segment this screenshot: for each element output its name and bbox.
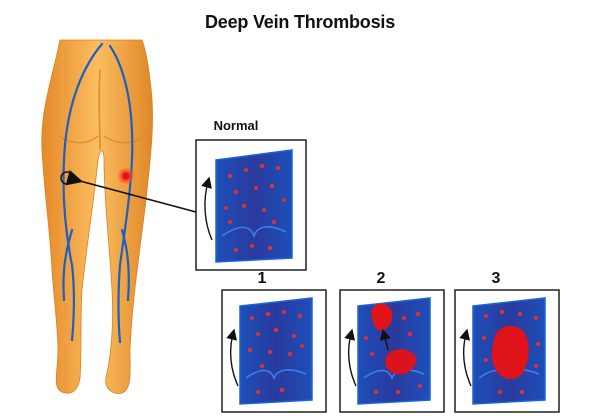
leg-veins: [62, 42, 134, 344]
stage-1-flow-arrow: [226, 328, 239, 387]
stage-1-blood-cells: [247, 310, 304, 394]
normal-vessel: [215, 149, 293, 263]
callout-arrow: [65, 169, 197, 213]
stage-2-flow-arrow: [344, 328, 357, 387]
stage-3-blood-cells: [482, 309, 541, 395]
stage-2-clot-base: [385, 349, 417, 375]
normal-valve: [221, 226, 287, 239]
left-glute-fold: [57, 134, 99, 144]
normal-vessel-panel: [195, 139, 307, 271]
stage-3-clot: [491, 325, 529, 380]
right-leg-vein: [108, 44, 134, 344]
stage-1-valve: [245, 369, 307, 381]
stage-1-label: 1: [257, 270, 267, 287]
diagram-title: Deep Vein Thrombosis: [204, 12, 396, 32]
left-leg-vein-branch: [62, 228, 74, 302]
stage-1-panel: [221, 289, 327, 413]
stage-2-label: 2: [376, 270, 386, 287]
stage-2-blood-cells: [364, 311, 422, 395]
stage-3-panel: [454, 289, 560, 413]
right-leg-vein-branch: [120, 228, 130, 302]
stage-2-panel: [339, 289, 445, 413]
legs-skin: [41, 39, 153, 394]
normal-panel-label: Normal: [213, 118, 259, 133]
stage-2-clot-small: [371, 303, 393, 331]
right-glute-fold: [103, 134, 147, 144]
normal-flow-arrow: [201, 176, 213, 241]
stage-2-clot-arrow: [379, 328, 391, 351]
calf-clot-core: [122, 172, 130, 180]
gluteal-crease: [98, 69, 101, 151]
stage-2-valve: [363, 369, 425, 381]
normal-blood-cells: [224, 163, 286, 252]
stage-3-flow-arrow: [459, 328, 472, 387]
stage-3-label: 3: [491, 270, 501, 287]
legs-figure: [41, 39, 153, 394]
stage-1-vessel: [239, 297, 313, 405]
left-leg-vein: [62, 42, 104, 342]
